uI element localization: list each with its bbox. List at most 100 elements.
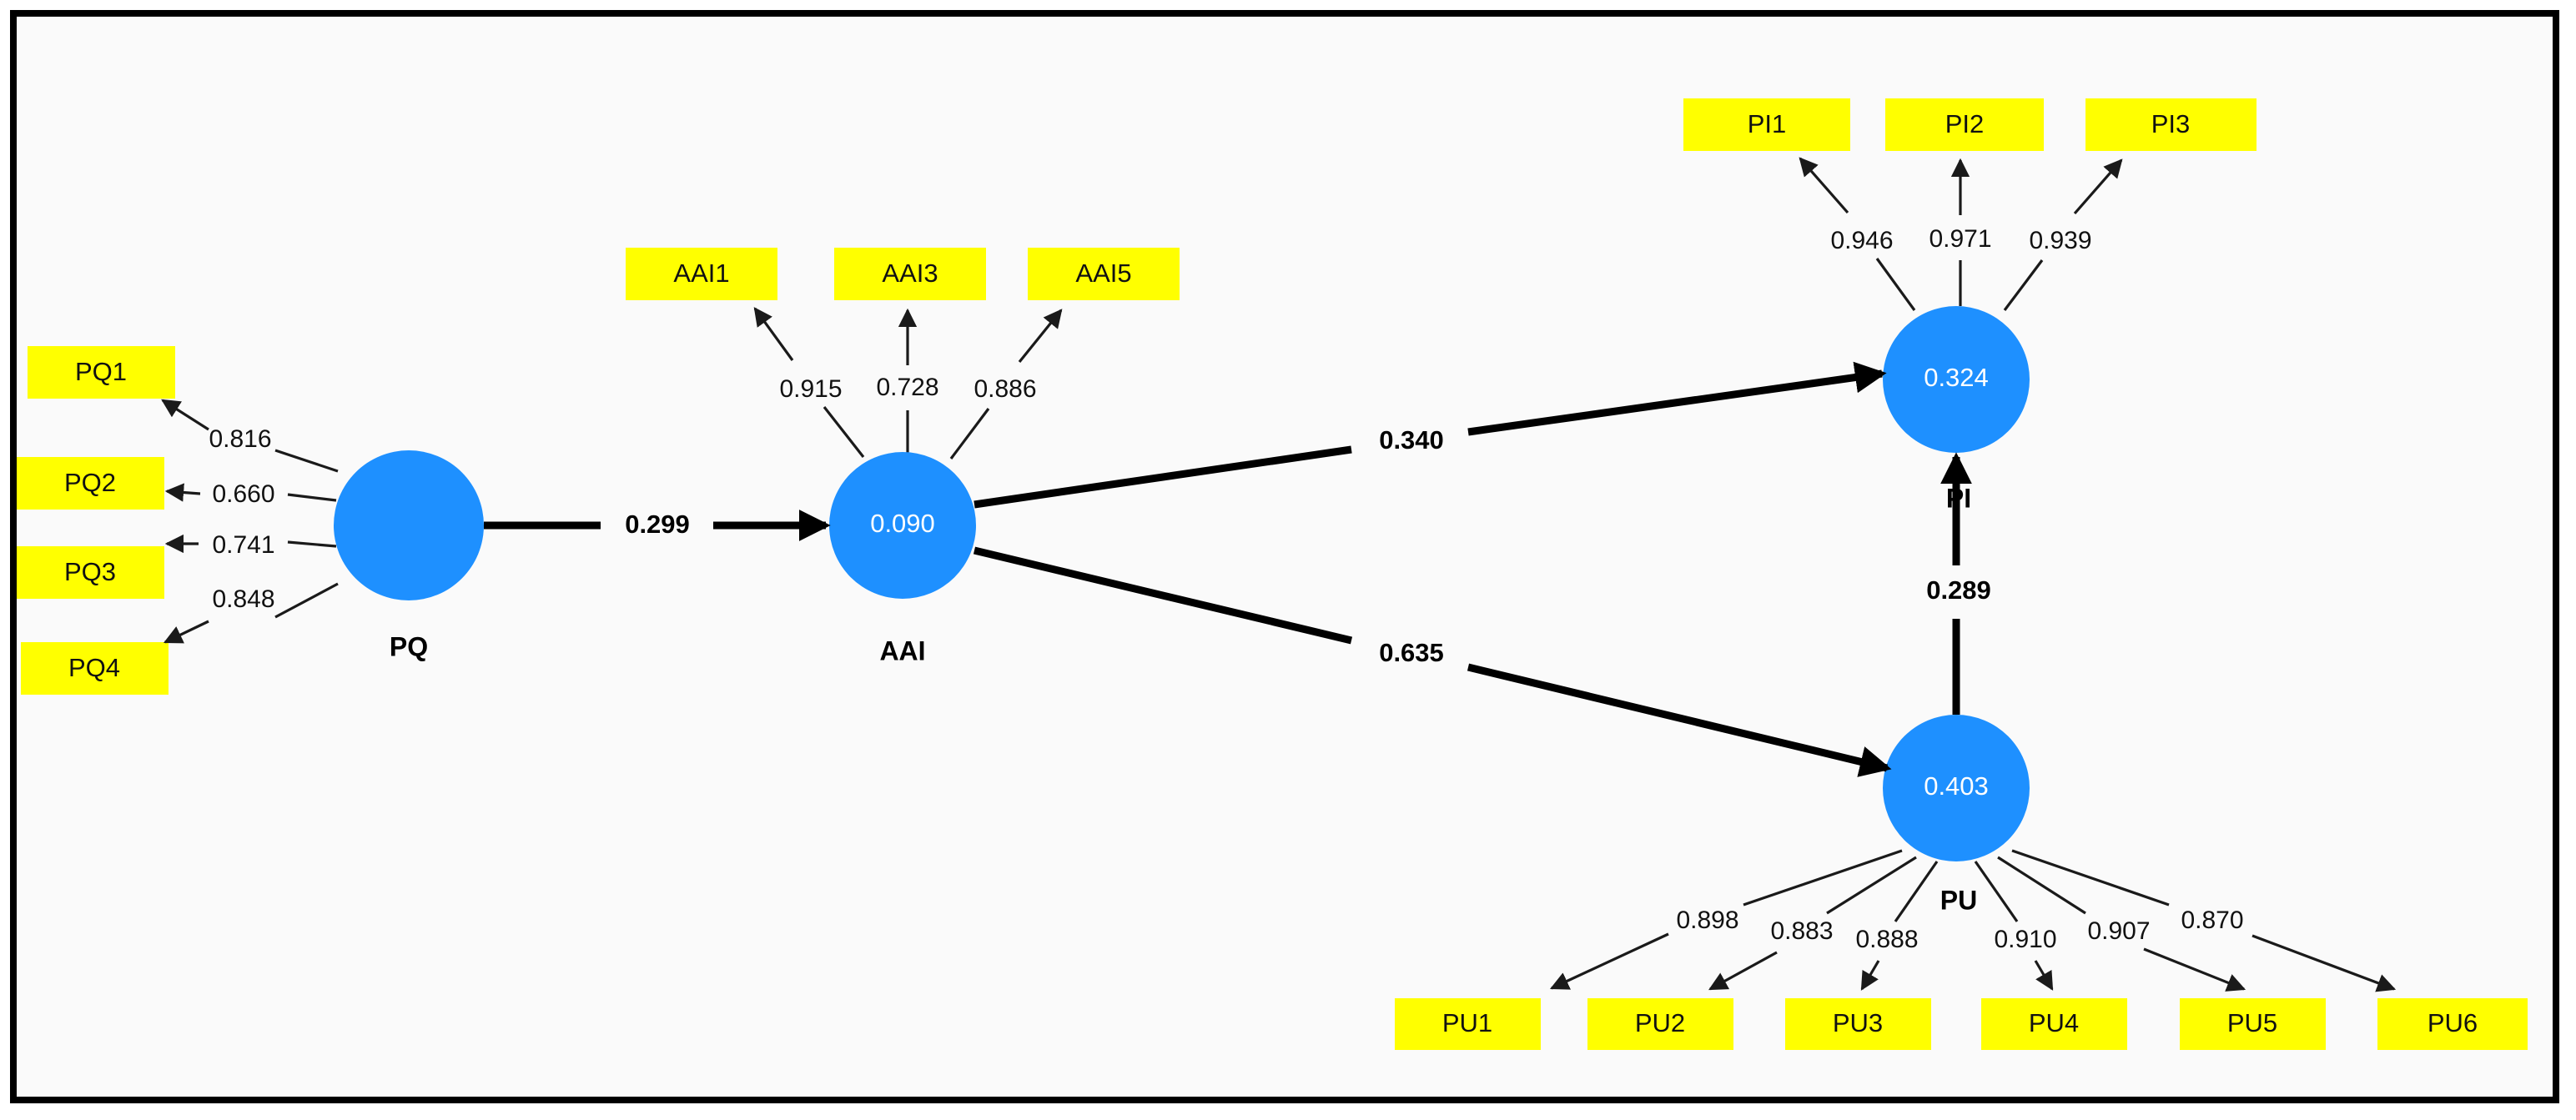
loading-edge-pq2-outer bbox=[164, 483, 201, 502]
pq-measurement-group: PQ1 PQ2 PQ3 PQ4 0.816 0.660 0.741 bbox=[17, 346, 484, 695]
indicator-pi2[interactable]: PI2 bbox=[1885, 98, 2044, 151]
loading-edge-pi1-outer bbox=[1799, 157, 1849, 214]
loading-label-aai5: 0.886 bbox=[974, 375, 1036, 403]
indicator-box-pq2[interactable] bbox=[17, 457, 164, 510]
loading-edge-pu4-inner bbox=[1974, 861, 2019, 922]
loading-label-pu1: 0.898 bbox=[1676, 907, 1738, 934]
indicator-label-pi1: PI1 bbox=[1748, 109, 1787, 138]
indicator-pu1[interactable]: PU1 bbox=[1395, 998, 1541, 1050]
indicator-box-pi1[interactable] bbox=[1683, 98, 1850, 151]
indicator-label-pu2: PU2 bbox=[1635, 1008, 1685, 1037]
indicator-box-aai1[interactable] bbox=[626, 248, 777, 300]
indicator-pu5[interactable]: PU5 bbox=[2180, 998, 2326, 1050]
construct-circle-pq[interactable] bbox=[334, 450, 484, 600]
path-edge-aai-pu-right bbox=[1467, 663, 1892, 777]
loading-edge-aai1-inner bbox=[823, 406, 865, 458]
indicator-box-pu2[interactable] bbox=[1587, 998, 1733, 1050]
indicator-aai1[interactable]: AAI1 bbox=[626, 248, 777, 300]
indicator-box-pu1[interactable] bbox=[1395, 998, 1541, 1050]
loading-label-pu3: 0.888 bbox=[1855, 926, 1918, 953]
loading-edge-aai5-outer bbox=[1018, 309, 1063, 364]
indicator-box-pu6[interactable] bbox=[2377, 998, 2528, 1050]
indicator-box-aai3[interactable] bbox=[834, 248, 986, 300]
loading-edge-pq1-outer bbox=[161, 399, 209, 431]
indicator-box-pq3[interactable] bbox=[17, 546, 164, 599]
loading-label-pq4: 0.848 bbox=[212, 585, 274, 613]
indicator-pq3[interactable]: PQ3 bbox=[17, 546, 164, 599]
construct-name-pu: PU bbox=[1940, 885, 1977, 915]
loading-edge-pu3-outer bbox=[1860, 960, 1880, 991]
construct-circle-pu[interactable] bbox=[1883, 715, 2030, 861]
indicator-pq2[interactable]: PQ2 bbox=[17, 457, 164, 510]
indicator-label-pu4: PU4 bbox=[2029, 1008, 2079, 1037]
indicator-pq1[interactable]: PQ1 bbox=[28, 346, 175, 399]
construct-circle-pi[interactable] bbox=[1883, 306, 2030, 453]
indicator-label-pu6: PU6 bbox=[2428, 1008, 2478, 1037]
indicator-aai5[interactable]: AAI5 bbox=[1028, 248, 1180, 300]
indicator-label-pu3: PU3 bbox=[1833, 1008, 1883, 1037]
loading-edge-pu1-outer bbox=[1549, 932, 1669, 990]
indicator-pi1[interactable]: PI1 bbox=[1683, 98, 1850, 151]
loading-edge-pq4-inner bbox=[274, 582, 339, 619]
indicator-box-pq4[interactable] bbox=[21, 642, 169, 695]
indicator-aai3[interactable]: AAI3 bbox=[834, 248, 986, 300]
indicator-label-aai5: AAI5 bbox=[1075, 259, 1131, 288]
indicator-box-aai5[interactable] bbox=[1028, 248, 1180, 300]
loading-label-aai3: 0.728 bbox=[876, 374, 938, 401]
loading-edge-pi3-inner bbox=[2003, 259, 2044, 311]
loading-edge-pi1-inner bbox=[1875, 258, 1916, 311]
loading-edge-pq4-outer bbox=[163, 620, 209, 644]
indicator-label-aai3: AAI3 bbox=[882, 259, 938, 288]
loading-label-pq2: 0.660 bbox=[212, 480, 274, 508]
indicator-box-pu3[interactable] bbox=[1785, 998, 1931, 1050]
loading-label-pq1: 0.816 bbox=[209, 425, 271, 453]
loading-label-pu4: 0.910 bbox=[1994, 926, 2056, 953]
loading-edge-aai5-inner bbox=[949, 408, 990, 460]
indicator-box-pi3[interactable] bbox=[2085, 98, 2257, 151]
path-edge-aai-pu-left bbox=[973, 546, 1353, 645]
construct-value-pi: 0.324 bbox=[1924, 363, 1989, 392]
indicator-box-pi2[interactable] bbox=[1885, 98, 2044, 151]
indicator-pq4[interactable]: PQ4 bbox=[21, 642, 169, 695]
indicator-pi3[interactable]: PI3 bbox=[2085, 98, 2257, 151]
construct-name-aai: AAI bbox=[879, 635, 925, 665]
indicator-box-pq1[interactable] bbox=[28, 346, 175, 399]
indicator-label-pu5: PU5 bbox=[2227, 1008, 2277, 1037]
loading-label-pu5: 0.907 bbox=[2087, 917, 2150, 945]
indicator-box-pu4[interactable] bbox=[1981, 998, 2127, 1050]
pi-measurement-group: PI1 PI2 PI3 0.946 0.971 0.939 0.324 bbox=[1683, 98, 2257, 453]
construct-value-pu: 0.403 bbox=[1924, 771, 1989, 801]
construct-circle-aai[interactable] bbox=[829, 452, 976, 599]
aai-measurement-group: AAI1 AAI3 AAI5 0.915 0.728 0.886 0.090 A… bbox=[626, 248, 1180, 665]
loading-edge-pu6-outer bbox=[2251, 934, 2397, 992]
path-edge-aai-pi-right bbox=[1467, 361, 1887, 436]
indicator-pu6[interactable]: PU6 bbox=[2377, 998, 2528, 1050]
indicator-pu2[interactable]: PU2 bbox=[1587, 998, 1733, 1050]
indicator-box-pu5[interactable] bbox=[2180, 998, 2326, 1050]
loading-label-pu6: 0.870 bbox=[2181, 907, 2243, 934]
path-label-aai-pi: 0.340 bbox=[1379, 425, 1444, 455]
path-label-pu-pi: 0.289 bbox=[1926, 575, 1991, 605]
loading-label-aai1: 0.915 bbox=[779, 375, 842, 403]
path-label-aai-pu: 0.635 bbox=[1379, 638, 1444, 667]
path-label-pq-aai: 0.299 bbox=[625, 510, 690, 539]
loading-edge-pu2-inner bbox=[1826, 856, 1917, 915]
construct-name-pq: PQ bbox=[390, 631, 428, 661]
loading-label-pi3: 0.939 bbox=[2029, 227, 2091, 254]
indicator-pu3[interactable]: PU3 bbox=[1785, 998, 1931, 1050]
loading-edge-pq2-inner bbox=[287, 493, 337, 502]
indicator-label-pq4: PQ4 bbox=[68, 653, 120, 682]
indicator-label-pq2: PQ2 bbox=[64, 468, 116, 497]
indicator-pu4[interactable]: PU4 bbox=[1981, 998, 2127, 1050]
structural-paths-group: 0.299 0.340 0.635 0.289 PI bbox=[484, 361, 1991, 777]
loading-edge-pi3-outer bbox=[2073, 158, 2123, 215]
construct-value-aai: 0.090 bbox=[870, 509, 935, 538]
construct-name-pi: PI bbox=[1946, 483, 1971, 513]
path-edge-aai-pi-left bbox=[974, 445, 1352, 509]
loading-edge-pu5-outer bbox=[2143, 947, 2246, 992]
loading-edge-pu2-outer bbox=[1708, 951, 1778, 991]
indicator-label-pi2: PI2 bbox=[1945, 109, 1985, 138]
loading-edge-pq3-inner bbox=[287, 540, 337, 548]
loading-edge-pq1-inner bbox=[274, 449, 339, 473]
